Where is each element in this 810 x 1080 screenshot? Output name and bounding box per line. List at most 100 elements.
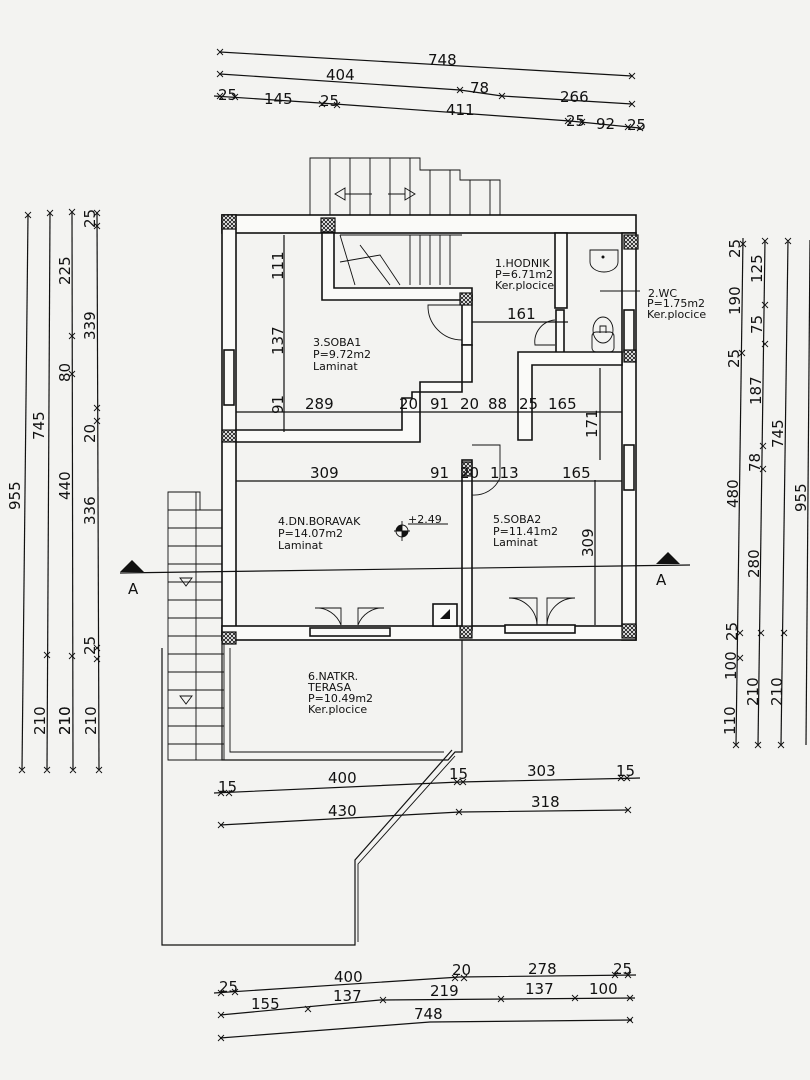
dim-label: 411 [446, 101, 475, 119]
dim-label: 80 [56, 363, 74, 382]
room-floor: Ker.plocice [647, 308, 706, 321]
terrace-outline [161, 640, 463, 946]
dim-label: 210 [31, 706, 49, 735]
walls [221, 214, 637, 641]
structural-columns [221, 214, 639, 645]
dim-label: 171 [583, 409, 601, 438]
dim-label: 745 [30, 411, 48, 440]
room-name: 6.NATKR. [308, 670, 358, 683]
dim-label: 190 [726, 286, 744, 315]
dim-label: 25 [566, 112, 585, 130]
dim-label: 137 [525, 980, 554, 998]
room-name: 1.HODNIK [495, 257, 550, 270]
room-labels: 1.HODNIK P=6.71m2 Ker.plocice 2.WC P=1.7… [278, 257, 706, 716]
dim-label: 339 [81, 311, 99, 340]
dim-label: 955 [792, 483, 810, 512]
dim-label: 400 [334, 968, 363, 986]
section-label-left: A [128, 580, 139, 598]
dim-label: 165 [562, 464, 591, 482]
dim-label: 137 [333, 987, 362, 1005]
dim-label: 210 [768, 677, 786, 706]
dim-label: 25 [320, 92, 339, 110]
dim-label: 336 [81, 496, 99, 525]
room-wc: 2.WC P=1.75m2 Ker.plocice [647, 287, 706, 321]
dim-label: 25 [219, 978, 238, 996]
room-floor: Ker.plocice [495, 279, 554, 292]
dim-label: 745 [769, 419, 787, 448]
toilet-icon [591, 331, 615, 353]
dim-label: 15 [218, 778, 237, 796]
dim-label: 110 [721, 706, 739, 735]
dim-label: 25 [218, 86, 237, 104]
dim-label: 25 [726, 239, 744, 258]
dim-label: 280 [745, 549, 763, 578]
dim-label: 100 [722, 651, 740, 680]
dim-label: 165 [548, 395, 577, 413]
elevation-marker: +2.49 [394, 513, 448, 541]
dim-label: 210 [744, 677, 762, 706]
dim-label: 400 [328, 769, 357, 787]
dim-label: 111 [269, 251, 287, 280]
dim-label: 20 [81, 424, 99, 443]
room-area: P=11.41m2 [493, 525, 558, 538]
section-label-right: A [656, 571, 667, 589]
dim-label: 210 [56, 706, 74, 735]
room-floor: Laminat [313, 360, 358, 373]
dim-label: 25 [627, 116, 646, 134]
dim-label: 210 [56, 706, 74, 735]
dim-label: 278 [528, 960, 557, 978]
room-terasa: 6.NATKR. TERASA P=10.49m2 Ker.plocice [307, 670, 373, 716]
dim-label: 25 [519, 395, 538, 413]
dim-label: 25 [81, 209, 99, 228]
section-line: A A [119, 552, 691, 598]
room-area: P=1.75m2 [647, 297, 705, 310]
dim-label: 748 [414, 1005, 443, 1023]
dim-label: 25 [81, 636, 99, 655]
room-floor: Ker.plocice [308, 703, 367, 716]
interior-dimensions: 111 137 91 289 20 91 20 88 25 165 171 30… [236, 235, 622, 625]
room-hodnik: 1.HODNIK P=6.71m2 Ker.plocice [495, 257, 554, 292]
wc-fixtures [589, 249, 640, 353]
dim-label: 145 [264, 90, 293, 108]
dim-label: 219 [430, 982, 459, 1000]
top-dimensions: 748 404 78 266 25 145 25 411 25 92 25 [213, 48, 646, 134]
dim-label: 20 [452, 961, 471, 979]
dim-label: 125 [748, 254, 766, 283]
dim-label: 187 [747, 376, 765, 405]
dim-label: 404 [326, 66, 355, 84]
dim-label: 25 [725, 349, 743, 368]
doors [314, 304, 576, 626]
room-area: P=10.49m2 [308, 692, 373, 705]
dim-label: 20 [460, 464, 479, 482]
dim-label: 91 [269, 395, 287, 414]
interior-stairs [339, 234, 462, 286]
dim-label: 20 [399, 395, 418, 413]
dim-label: 92 [596, 115, 615, 133]
dim-label: 303 [527, 762, 556, 780]
room-soba1: 3.SOBA1 P=9.72m2 Laminat [313, 336, 371, 373]
dim-label: 113 [490, 464, 519, 482]
right-dimensions: 25 190 25 480 25 100 110 125 75 187 78 2… [721, 237, 810, 749]
dim-label: 88 [488, 395, 507, 413]
sink-icon [589, 249, 619, 273]
room-dnevni-boravak: 4.DN.BORAVAK P=14.07m2 Laminat [278, 515, 361, 552]
dim-label: 480 [724, 479, 742, 508]
room-name: 4.DN.BORAVAK [278, 515, 361, 528]
dim-label: 15 [616, 762, 635, 780]
room-floor: Laminat [278, 539, 323, 552]
dim-label: 210 [82, 706, 100, 735]
dim-label: 91 [430, 464, 449, 482]
dim-label: 137 [269, 326, 287, 355]
room-name: 2.WC [648, 287, 677, 300]
dim-label: 78 [470, 79, 489, 97]
left-dimensions: 955 210 745 210 225 80 440 210 25 339 20… [6, 208, 103, 774]
dim-label: 20 [460, 395, 479, 413]
dim-label: 155 [251, 995, 280, 1013]
dim-label: 955 [6, 481, 24, 510]
room-name: 5.SOBA2 [493, 513, 541, 526]
dim-label: 15 [449, 765, 468, 783]
dim-label: 309 [310, 464, 339, 482]
dim-label: 430 [328, 802, 357, 820]
dim-label: 225 [56, 256, 74, 285]
room-name: TERASA [307, 681, 352, 694]
